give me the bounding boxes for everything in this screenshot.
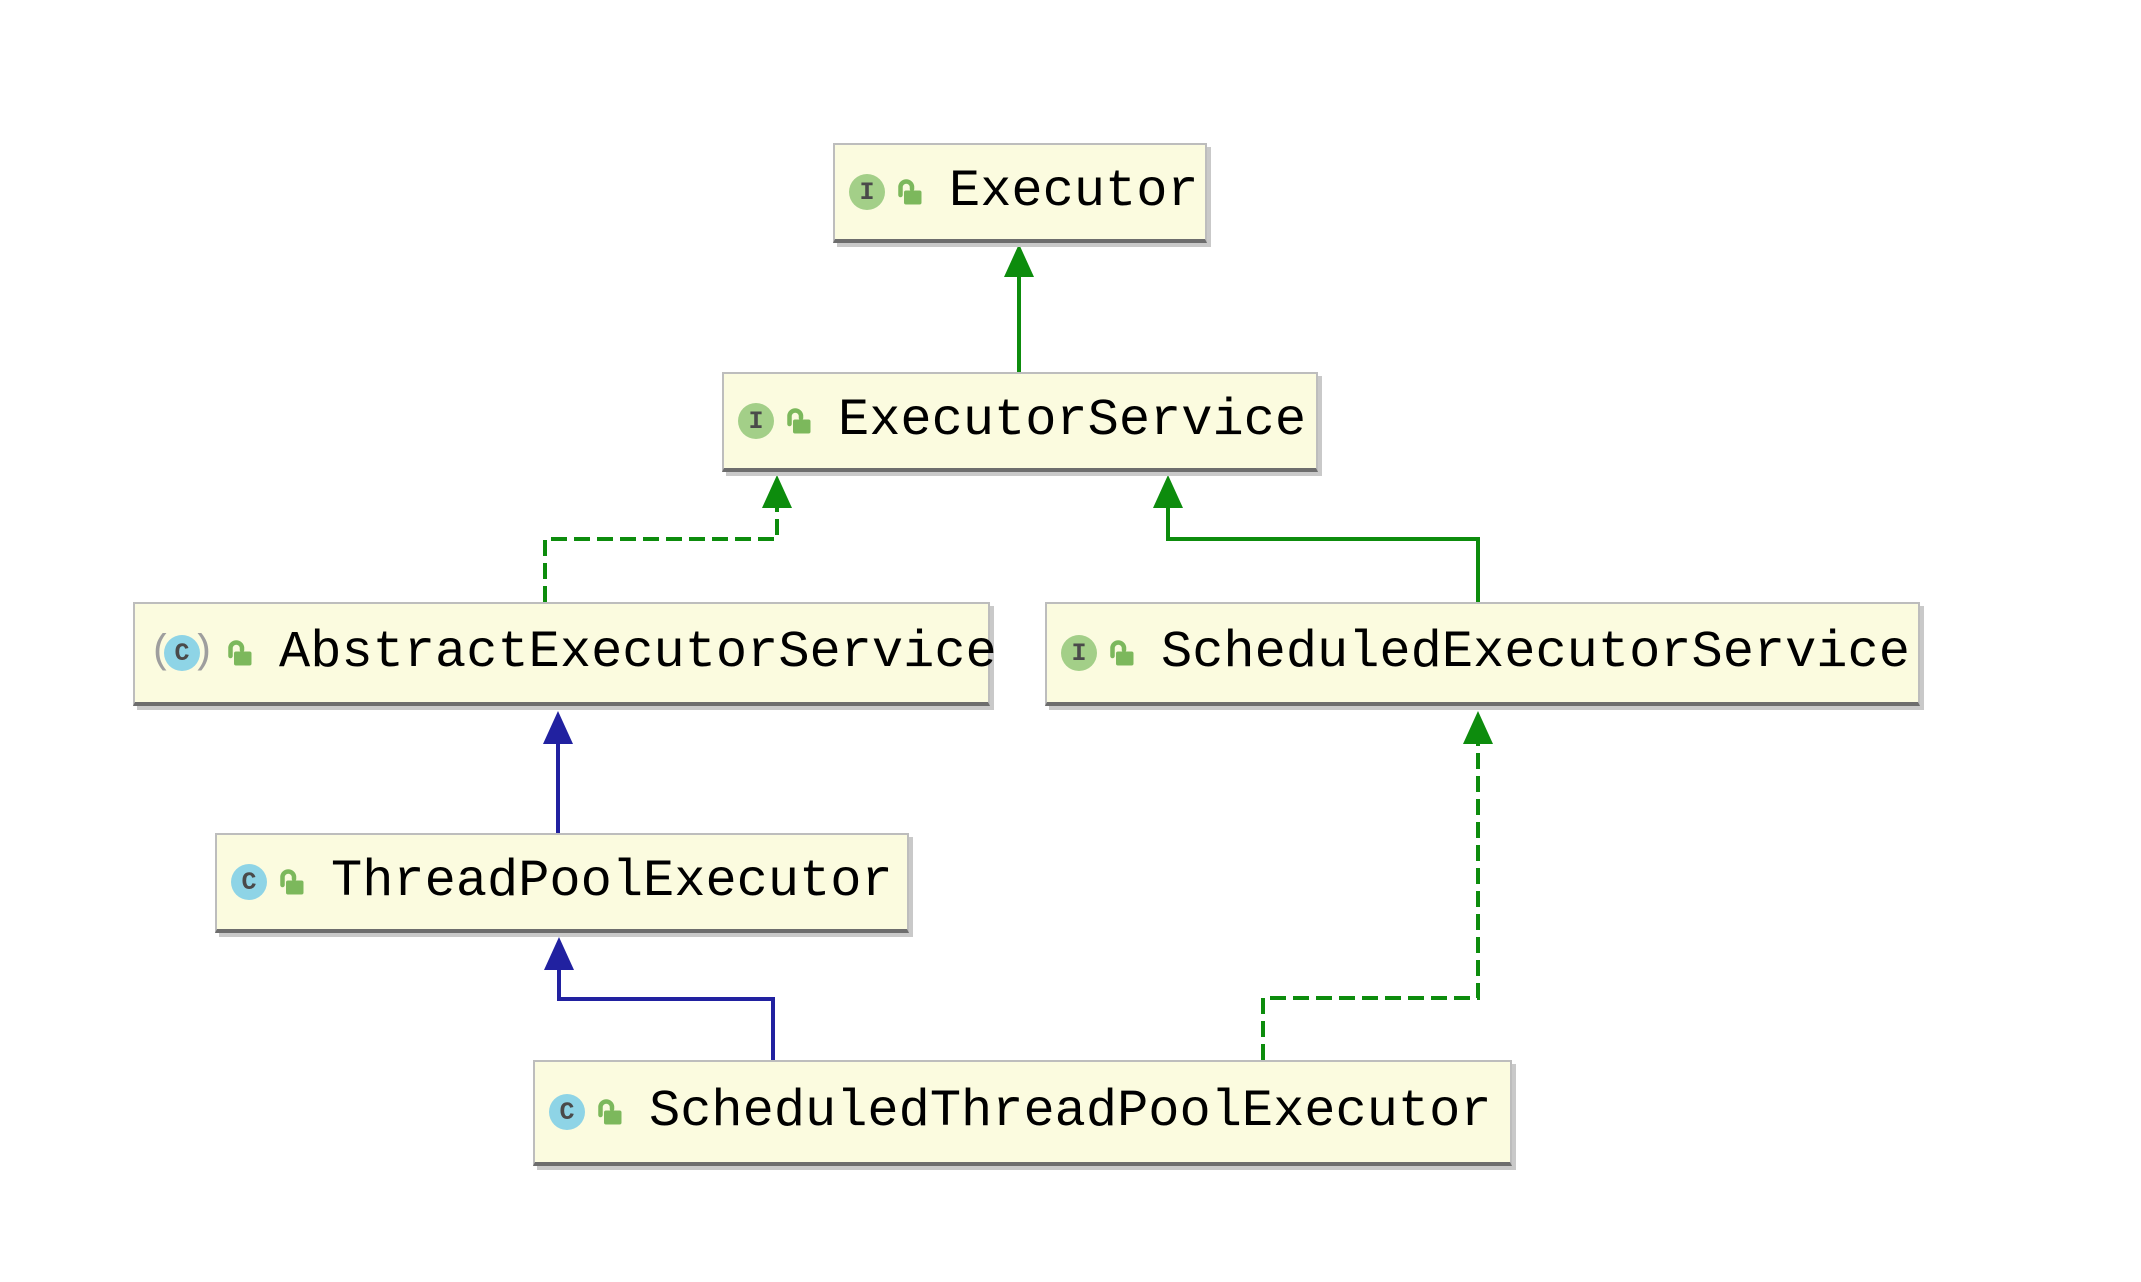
interface-icon-letter: I: [1071, 638, 1087, 668]
class-name-label: ExecutorService: [838, 391, 1307, 450]
interface-icon: I: [849, 174, 885, 210]
class-node-executorservice[interactable]: I ExecutorService: [722, 372, 1318, 472]
unlocked-icon: [1110, 640, 1134, 666]
edge-scheduledthreadpoolexecutor-implements-scheduledexecutorservice: [1261, 711, 1493, 1060]
unlocked-icon: [228, 640, 252, 666]
class-icon-letter: C: [559, 1097, 575, 1127]
interface-icon-letter: I: [748, 406, 764, 436]
class-icon: C: [549, 1094, 585, 1130]
class-name-label: AbstractExecutorService: [279, 623, 997, 682]
class-node-threadpoolexecutor[interactable]: C ThreadPoolExecutor: [215, 833, 909, 933]
edge-abstractexecutorservice-implements-executorservice: [543, 475, 792, 602]
edge-threadpoolexecutor-extends-abstractexecutorservice: [543, 711, 573, 833]
edge-scheduledexecutorservice-extends-executorservice: [1153, 475, 1480, 602]
class-node-scheduledthreadpoolexecutor[interactable]: C ScheduledThreadPoolExecutor: [533, 1060, 1512, 1166]
class-name-label: ScheduledThreadPoolExecutor: [649, 1082, 1492, 1141]
interface-icon-letter: I: [859, 177, 875, 207]
abstract-class-icon: ( C ): [149, 633, 215, 673]
edge-scheduledthreadpoolexecutor-extends-threadpoolexecutor: [544, 937, 775, 1060]
interface-icon: I: [1061, 635, 1097, 671]
class-node-abstractexecutorservice[interactable]: ( C ) AbstractExecutorService: [133, 602, 997, 706]
class-icon: C: [231, 864, 267, 900]
unlocked-icon: [280, 869, 304, 895]
interface-icon: I: [738, 403, 774, 439]
class-name-label: ThreadPoolExecutor: [331, 852, 893, 911]
class-name-label: ScheduledExecutorService: [1161, 623, 1910, 682]
class-icon-letter: C: [241, 867, 257, 897]
edge-executorservice-extends-executor: [1004, 244, 1034, 372]
class-icon-letter: C: [174, 638, 190, 668]
unlocked-icon: [787, 408, 811, 434]
unlocked-icon: [898, 179, 922, 205]
class-node-executor[interactable]: I Executor: [833, 143, 1207, 243]
unlocked-icon: [598, 1099, 622, 1125]
class-name-label: Executor: [949, 162, 1199, 221]
class-node-scheduledexecutorservice[interactable]: I ScheduledExecutorService: [1045, 602, 1920, 706]
